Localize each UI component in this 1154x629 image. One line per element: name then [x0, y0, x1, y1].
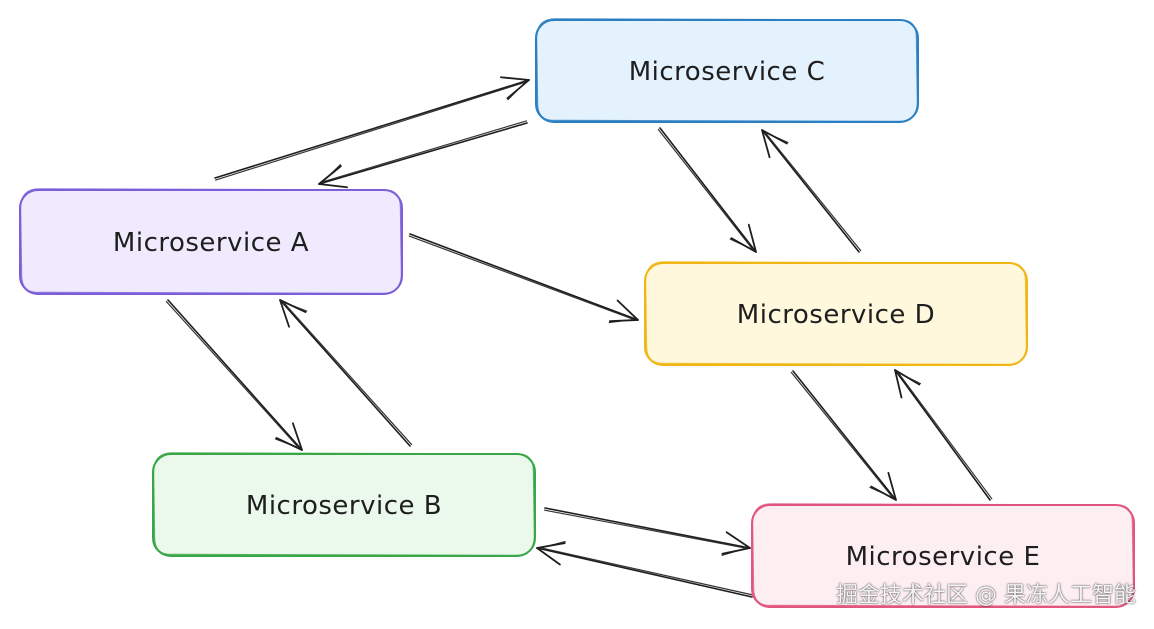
arrow-line-sketch — [284, 303, 413, 446]
arrow-line-sketch — [765, 133, 862, 252]
arrowhead-sketch — [895, 371, 922, 385]
arrowhead-sketch — [608, 318, 637, 324]
arrow-e-to-d — [894, 369, 993, 501]
node-label-d: Microservice D — [737, 300, 935, 330]
watermark-text: 掘金技术社区 @ 果冻人工智能 — [836, 583, 1136, 608]
arrow-line-sketch — [542, 547, 754, 596]
nodes-layer: Microservice A Microservice B Microservice… — [19, 18, 1135, 608]
arrow-c-to-a — [318, 120, 528, 189]
arrow-line — [792, 370, 897, 501]
arrowhead-sketch — [762, 130, 789, 144]
arrowhead-sketch — [729, 238, 756, 252]
node-microservice-c: Microservice C — [535, 18, 919, 123]
arrow-a-to-d — [408, 233, 639, 324]
arrow-line-sketch — [790, 371, 893, 497]
arrow-line — [544, 507, 751, 549]
arrow-line-sketch — [657, 128, 753, 249]
arrow-line-sketch — [408, 235, 633, 320]
node-label-b: Microservice B — [246, 491, 442, 521]
edges-layer — [165, 76, 993, 598]
node-label-e: Microservice E — [846, 542, 1041, 572]
arrow-c-to-d — [657, 127, 757, 253]
arrow-line — [279, 299, 411, 447]
arrow-line — [409, 233, 639, 321]
node-microservice-e: Microservice E — [751, 503, 1135, 608]
arrow-line — [167, 299, 303, 451]
arrow-line — [894, 369, 991, 501]
arrowhead-sketch — [721, 547, 749, 556]
node-label-a: Microservice A — [113, 228, 309, 258]
node-box-outline-c — [535, 18, 919, 123]
arrow-b-to-a — [279, 299, 413, 447]
arrowhead-sketch — [280, 300, 308, 312]
arrowhead-sketch — [538, 540, 566, 550]
arrow-line-sketch — [543, 509, 745, 549]
arrow-d-to-c — [761, 129, 862, 253]
arrow-e-to-b — [536, 540, 754, 598]
arrow-a-to-b — [165, 299, 303, 451]
arrow-a-to-c — [214, 76, 530, 181]
arrow-line-sketch — [215, 82, 525, 181]
node-box-outline-a — [19, 188, 403, 295]
node-label-c: Microservice C — [629, 57, 826, 87]
arrowhead-sketch — [869, 486, 896, 500]
arrowhead-sketch — [507, 79, 528, 101]
arrow-line-sketch — [165, 300, 298, 447]
arrow-line — [214, 79, 530, 179]
node-microservice-b: Microservice B — [152, 452, 536, 557]
arrow-line — [536, 547, 753, 598]
arrow-d-to-e — [790, 370, 897, 501]
arrow-line — [761, 129, 860, 253]
arrow-line-sketch — [898, 373, 993, 500]
node-box-outline-e — [751, 503, 1135, 608]
arrow-b-to-e — [543, 507, 751, 556]
arrow-line-sketch — [323, 120, 527, 182]
arrow-line — [318, 122, 528, 185]
node-box-outline-b — [152, 452, 536, 557]
arrowhead-sketch — [320, 164, 342, 185]
node-box-outline-d — [644, 261, 1028, 366]
node-microservice-d: Microservice D — [644, 261, 1028, 366]
node-microservice-a: Microservice A — [19, 188, 403, 295]
arrowhead-sketch — [274, 438, 302, 450]
arrow-line — [659, 127, 757, 253]
